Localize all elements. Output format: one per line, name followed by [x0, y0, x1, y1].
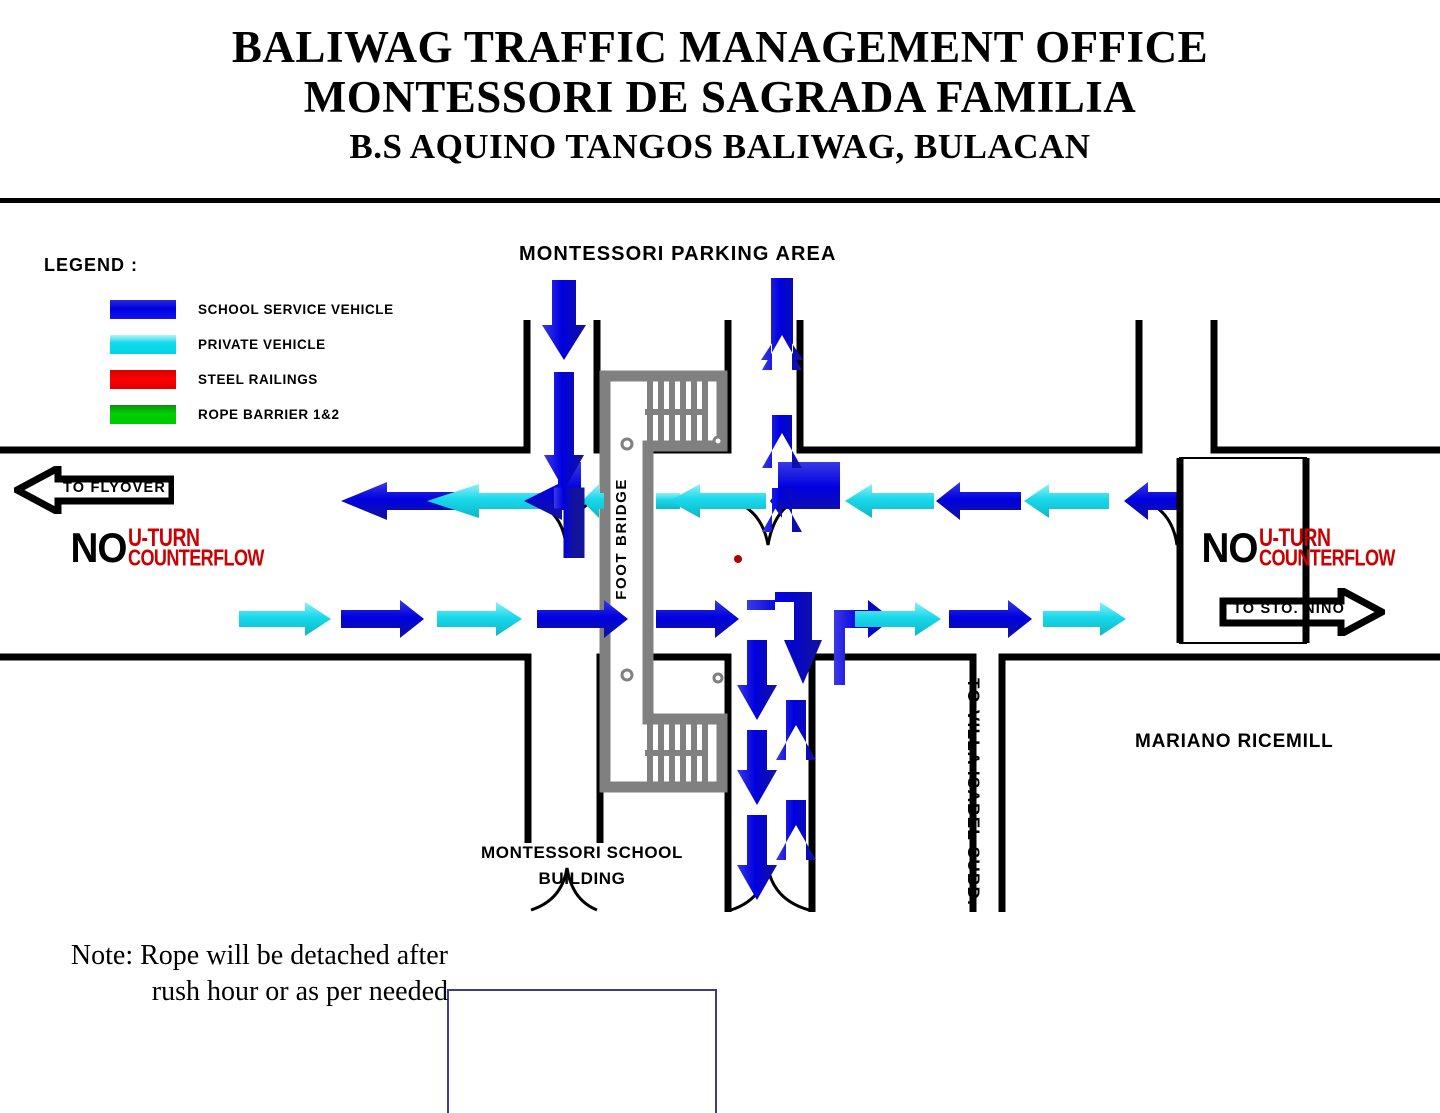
header-title-office: BALIWAG TRAFFIC MANAGEMENT OFFICE [231, 22, 1209, 72]
rope-barrier-midpoint [734, 555, 742, 563]
arrow-east-cyan-2 [437, 602, 522, 636]
note-line-1: Note: Rope will be detached after [70, 940, 448, 971]
legend-swatch-cyan [110, 335, 176, 354]
school-building-line-1: MONTESSORI SCHOOL [481, 843, 683, 862]
arrow-column-school-down [737, 640, 777, 900]
header-divider [0, 198, 1440, 203]
footbridge-stairs-top [645, 380, 708, 446]
arrow-down-parking-1 [542, 280, 586, 360]
road-edge-bottom-right [998, 653, 1440, 912]
road-edge-bottom-left [0, 653, 532, 843]
map-canvas [0, 278, 1440, 1113]
to-flyover-label: TO FLYOVER [63, 480, 167, 496]
legend-swatch-blue [110, 300, 176, 319]
arrow-column-school-up [776, 700, 816, 860]
legend-item-rope-barrier: ROPE BARRIER 1&2 [44, 397, 404, 432]
no-uturn-left-line2: COUNTERFLOW [128, 545, 264, 572]
footbridge-posts [620, 435, 724, 684]
montessori-school-building [447, 989, 717, 1113]
label-mariano-ricemill: MARIANO RICEMILL [1135, 731, 1334, 752]
page-header: BALIWAG TRAFFIC MANAGEMENT OFFICE MONTES… [0, 0, 1440, 200]
note-line-2: rush hour or as per needed [151, 975, 448, 1007]
legend-item-school-service-vehicle: SCHOOL SERVICE VEHICLE [44, 292, 404, 327]
arrow-east-blue-elbow-down [747, 592, 822, 684]
road-edge-bottom-villa-left [808, 653, 977, 912]
arrow-west-blue-3 [1124, 482, 1198, 520]
steel-railing-and-rope [238, 549, 1188, 569]
arrow-down-school-2 [737, 730, 777, 805]
label-montessori-school-building: MONTESSORI SCHOOL BUILDING [448, 840, 716, 891]
direction-sign-to-sto-nino: TO STO. NINO [1219, 584, 1390, 641]
direction-sign-to-flyover: TO FLYOVER [9, 462, 176, 519]
no-uturn-left-no: NO [70, 524, 127, 572]
arrow-down-parking-2 [544, 372, 584, 490]
arrow-up-parking-3 [762, 488, 802, 532]
arrow-column-parking-entry [542, 280, 586, 558]
arrow-up-school-1 [776, 700, 816, 760]
arrow-east-cyan-4 [1043, 602, 1126, 636]
arrow-west-cyan-nub-left [582, 484, 604, 518]
arrow-row-eastbound [239, 592, 1126, 685]
arrow-west-blue-2 [936, 482, 1021, 520]
legend-label-private-vehicle: PRIVATE VEHICLE [198, 337, 326, 352]
arrow-west-cyan-1 [427, 484, 551, 518]
arrow-west-cyan-4 [1024, 484, 1109, 518]
arrow-east-blue-4 [949, 600, 1032, 638]
to-flyover-arrow-icon [9, 462, 176, 518]
arrow-west-cyan-2 [669, 484, 766, 518]
legend-label-rope-barrier: ROPE BARRIER 1&2 [198, 407, 340, 422]
road-edge-top-far-right [1210, 320, 1440, 454]
arrow-up-parking-2 [762, 415, 802, 468]
driveway-arc-bottom-left [530, 867, 598, 912]
arrow-down-parking-3-stem [554, 487, 585, 558]
road-edge-top-right [796, 320, 1143, 454]
to-sto-nino-label: TO STO. NINO [1233, 601, 1346, 617]
arrow-up-school-2 [776, 800, 816, 860]
arrow-east-blue-1 [341, 600, 424, 638]
mariano-ricemill-building [1179, 457, 1307, 644]
arrow-down-school-1 [737, 640, 777, 720]
legend-swatch-green [110, 405, 176, 424]
school-building-line-2: BUILDING [538, 868, 626, 888]
footbridge-stairs-bottom [645, 719, 708, 783]
label-villa-isabel-subd: TO VILLA ISABEL SUBD. [964, 678, 983, 907]
foot-bridge [599, 370, 728, 793]
arrow-west-cyan-3 [845, 484, 934, 518]
no-uturn-sign-right: NO U-TURN COUNTERFLOW [1199, 523, 1417, 572]
arrow-west-blue-1 [341, 482, 467, 520]
label-parking-area: MONTESSORI PARKING AREA [519, 243, 837, 265]
header-title-school: MONTESSORI DE SAGRADA FAMILIA [303, 72, 1137, 123]
no-uturn-left-stack: U-TURN COUNTERFLOW [128, 523, 286, 572]
header-address: B.S AQUINO TANGOS BALIWAG, BULACAN [349, 126, 1091, 166]
arrow-east-cyan-1 [239, 602, 331, 636]
no-uturn-right-line2: COUNTERFLOW [1259, 545, 1395, 572]
no-uturn-right-line1: U-TURN [1259, 523, 1331, 552]
legend-item-steel-railings: STEEL RAILINGS [44, 362, 404, 397]
arrow-west-cyan-nub-right [656, 493, 680, 509]
no-uturn-sign-left: NO U-TURN COUNTERFLOW [68, 523, 286, 572]
arrow-east-cyan-3 [855, 602, 941, 636]
arrow-up-parking-1 [762, 286, 802, 370]
road-edges [0, 320, 1440, 912]
no-uturn-right-no: NO [1201, 524, 1258, 572]
arrow-down-school-3 [737, 815, 777, 900]
no-uturn-left-line1: U-TURN [128, 523, 200, 552]
legend-label-school-service-vehicle: SCHOOL SERVICE VEHICLE [198, 302, 394, 317]
legend: LEGEND : SCHOOL SERVICE VEHICLE PRIVATE … [44, 255, 404, 432]
arrow-column-parking-exit [761, 278, 803, 532]
road-edge-top-left [0, 320, 531, 454]
no-uturn-right-stack: U-TURN COUNTERFLOW [1259, 523, 1417, 572]
arrow-row-westbound [341, 462, 1198, 520]
legend-swatch-red [110, 370, 176, 389]
to-sto-nino-arrow-icon [1219, 584, 1390, 640]
arrow-east-blue-3 [656, 600, 739, 638]
ricemill-side-walls [1176, 458, 1310, 643]
legend-title: LEGEND : [44, 255, 139, 275]
label-foot-bridge: FOOT BRIDGE [613, 478, 630, 600]
legend-item-private-vehicle: PRIVATE VEHICLE [44, 327, 404, 362]
arrow-east-blue-2 [537, 600, 628, 638]
legend-label-steel-railings: STEEL RAILINGS [198, 372, 318, 387]
note-rope-detach: Note: Rope will be detached after rush h… [8, 938, 448, 1010]
